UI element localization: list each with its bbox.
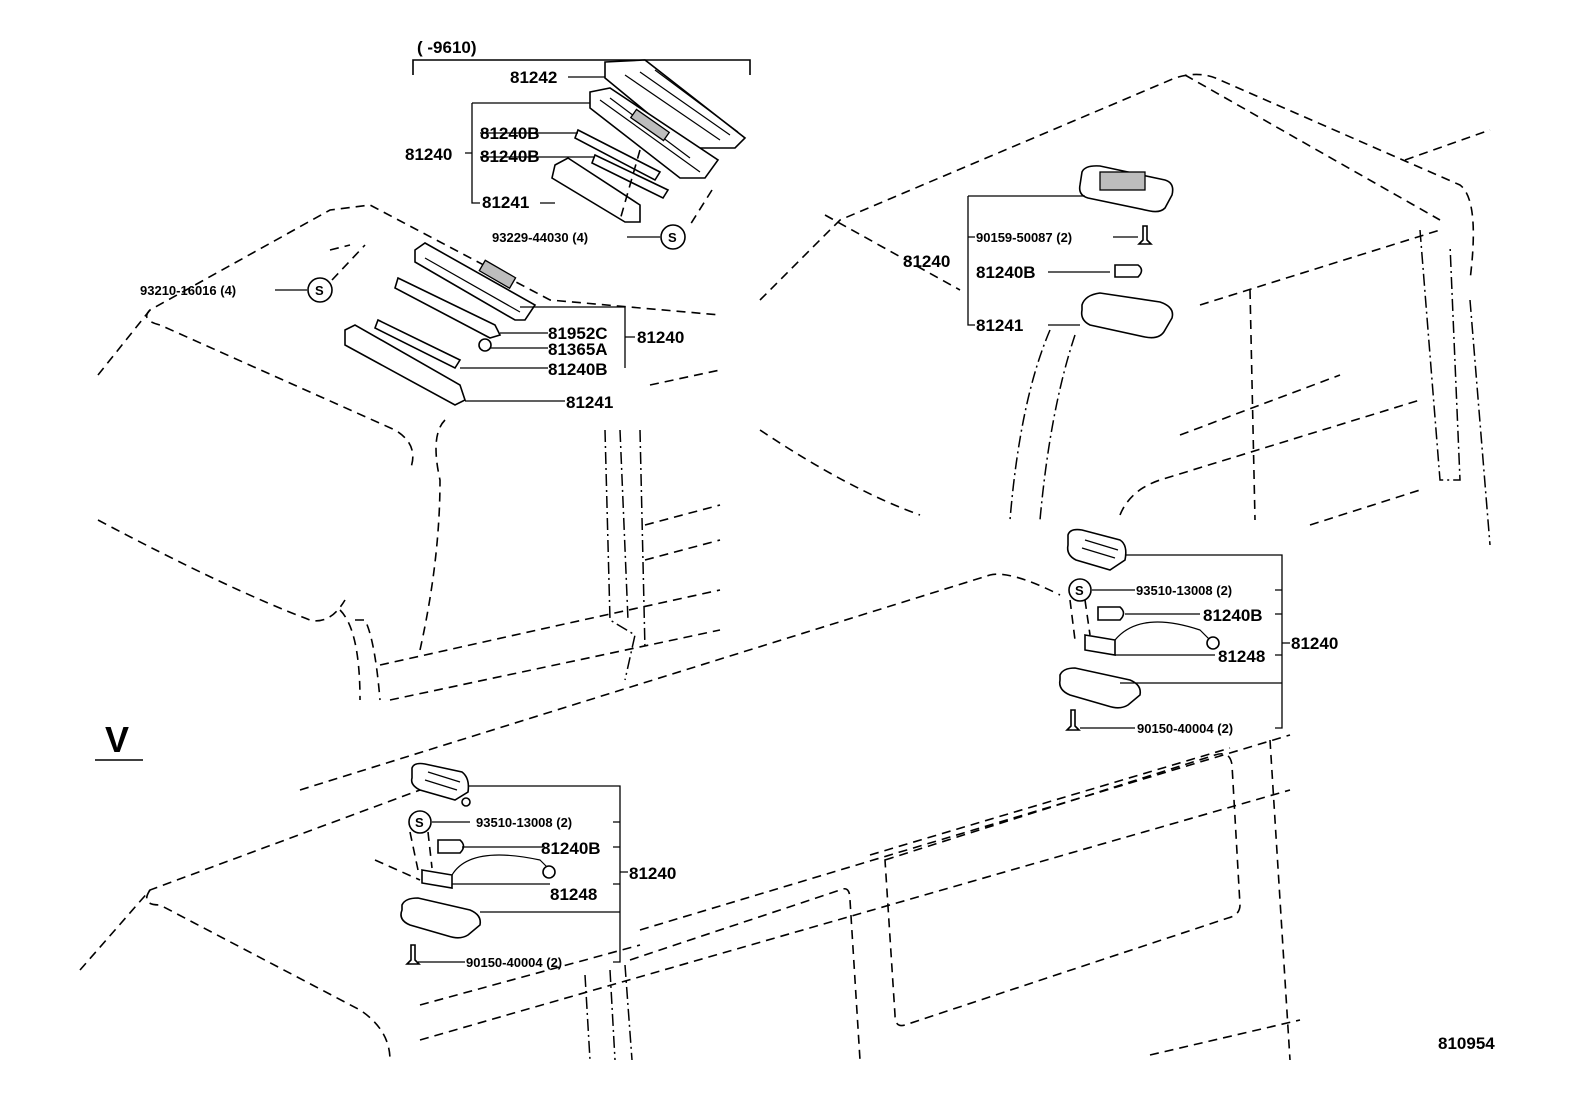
standard-part-symbol-4	[408, 810, 432, 834]
bulb-81240b-b	[590, 153, 670, 200]
label-81240-group: 81240	[405, 145, 452, 164]
upper-right-assembly: 81240 90159-50087 (2) 81240B 81241	[903, 165, 1174, 339]
range-label: ( -9610)	[417, 38, 477, 57]
label-90150-40004-mr: 90150-40004 (2)	[1137, 721, 1233, 736]
label-81240-ur: 81240	[903, 252, 950, 271]
lens-81241-b	[344, 324, 466, 406]
label-81248-ll: 81248	[550, 885, 597, 904]
standard-part-symbol-1-text: S	[668, 230, 677, 245]
label-81952c: 81952C	[548, 324, 608, 343]
label-81240b-b: 81240B	[480, 147, 540, 166]
lamp-housing-lower	[414, 242, 537, 321]
label-81240b-ur: 81240B	[976, 263, 1036, 282]
label-81240b-a: 81240B	[480, 124, 540, 143]
screw-90159	[1137, 225, 1153, 245]
label-81240b-c: 81240B	[548, 360, 608, 379]
mount-tab-ll	[461, 797, 471, 807]
screw-90150-mr	[1065, 709, 1081, 731]
standard-part-symbol-4-text: S	[415, 815, 424, 830]
standard-part-symbol-2-text: S	[315, 283, 324, 298]
lamp-housing-ll	[410, 762, 470, 801]
label-93210-16016: 93210-16016 (4)	[140, 283, 236, 298]
socket-wire-81248-mr	[1084, 634, 1116, 656]
label-81241-b: 81241	[566, 393, 613, 412]
standard-part-symbol-3-text: S	[1075, 583, 1084, 598]
standard-part-symbol-3	[1068, 578, 1092, 602]
socket-81365a	[478, 338, 492, 352]
connector-81248-ll	[542, 865, 556, 879]
lens-81242	[604, 59, 747, 149]
connector-81248-mr	[1206, 636, 1220, 650]
standard-part-symbol-1	[660, 224, 686, 250]
label-81240b-mr: 81240B	[1203, 606, 1263, 625]
lens-81241	[551, 157, 641, 223]
lens-ll	[400, 897, 482, 939]
bulb-81240b-c	[373, 318, 462, 370]
label-81240-mr: 81240	[1291, 634, 1338, 653]
label-81240-right: 81240	[637, 328, 684, 347]
label-93229-44030: 93229-44030 (4)	[492, 230, 588, 245]
bulb-81240b-mr	[1097, 606, 1125, 621]
label-81241: 81241	[482, 193, 529, 212]
illustration-number: 810954	[1438, 1034, 1495, 1053]
lens-81241-ur	[1080, 292, 1174, 339]
lower-left-assembly: V S 93510-13008 (2) 81240B 81248 81240 9…	[95, 719, 676, 970]
lens-mr	[1058, 667, 1142, 709]
standard-part-symbol-2	[307, 277, 333, 303]
label-81241-ur: 81241	[976, 316, 1023, 335]
mid-right-assembly: S 93510-13008 (2) 81240B 81248 81240 901…	[1058, 528, 1338, 736]
screw-90150-ll	[405, 944, 421, 965]
upper-left-assembly: ( -9610) 81242 81240 81240B 81240B 81241…	[140, 38, 751, 412]
bulb-81240b-ur	[1114, 264, 1143, 278]
label-81248-mr: 81248	[1218, 647, 1265, 666]
vehicle-body-outlines	[79, 73, 1491, 1061]
section-marker: V	[105, 719, 129, 760]
label-93510-13008-mr: 93510-13008 (2)	[1136, 583, 1232, 598]
label-81240-ll: 81240	[629, 864, 676, 883]
socket-wire-81248-ll	[421, 869, 453, 889]
lamp-housing-mr	[1066, 528, 1127, 571]
socket-81952c	[394, 276, 502, 339]
label-90150-40004-ll: 90150-40004 (2)	[466, 955, 562, 970]
label-93510-13008-ll: 93510-13008 (2)	[476, 815, 572, 830]
bulb-81240b-ll	[437, 839, 465, 854]
bulb-81240b-a	[574, 128, 662, 182]
label-90159-50087: 90159-50087 (2)	[976, 230, 1072, 245]
label-81242: 81242	[510, 68, 557, 87]
label-81365a: 81365A	[548, 340, 608, 359]
label-81240b-ll: 81240B	[541, 839, 601, 858]
